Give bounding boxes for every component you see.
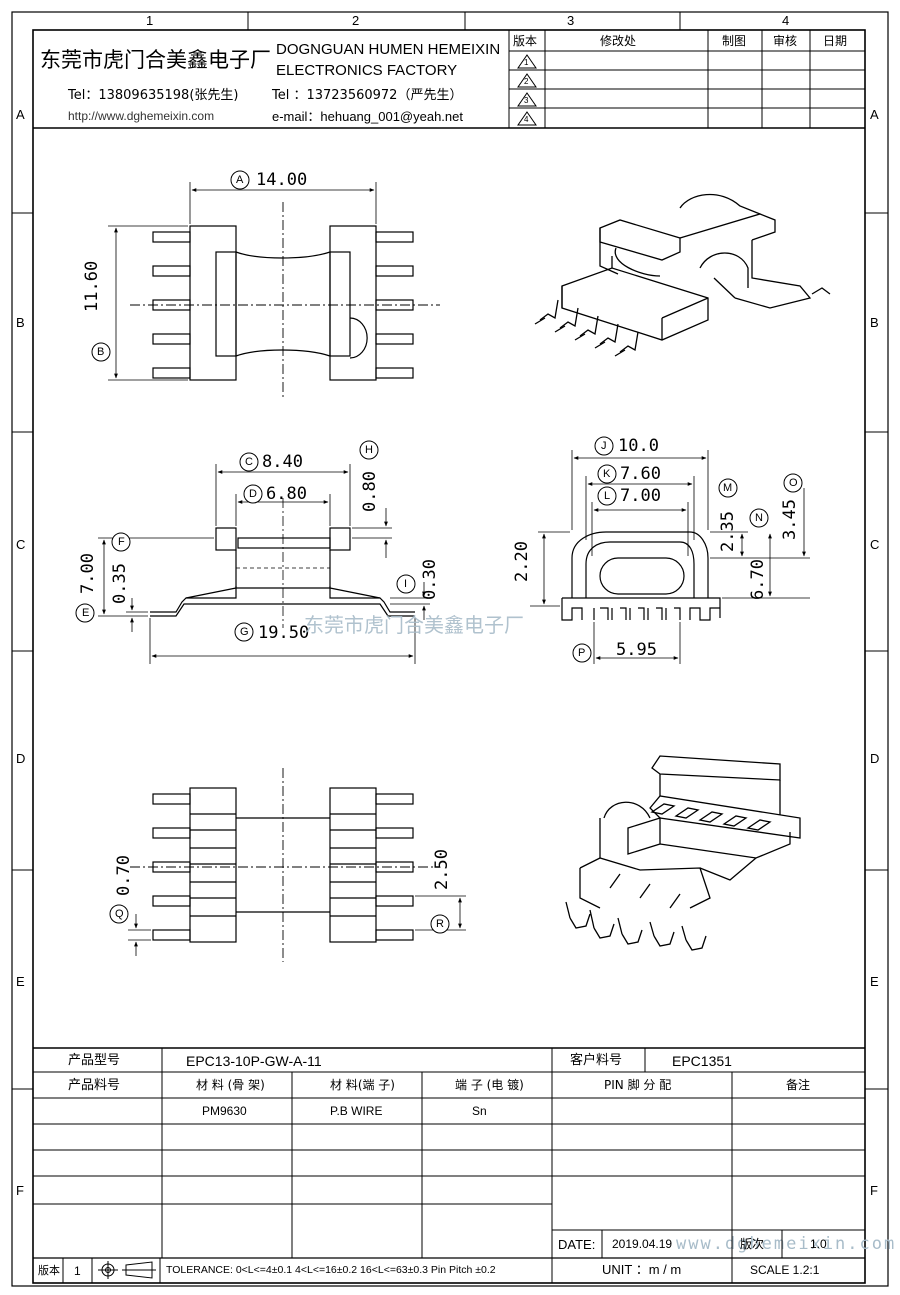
scale-text: SCALE 1.2:1 — [750, 1263, 820, 1277]
dim-letter-k: K — [603, 468, 611, 480]
dim-k-value: 7.60 — [620, 464, 661, 484]
grid-row-f-right: F — [870, 1183, 878, 1198]
grid-row-d-right: D — [870, 751, 880, 766]
grid-row-e-right: E — [870, 974, 879, 989]
dim-letter-m: M — [723, 482, 733, 494]
edition-label: 版本 — [38, 1264, 60, 1277]
revision-table — [508, 29, 866, 129]
grid-col-1: 1 — [146, 13, 154, 28]
grid-row-c-right: C — [870, 537, 880, 552]
grid-col-4: 4 — [782, 13, 790, 28]
material-bobbin-value: PM9630 — [202, 1104, 247, 1118]
dim-letter-i: I — [404, 578, 408, 590]
iso-view-2 — [565, 755, 801, 951]
product-part-label: 产品料号 — [68, 1078, 121, 1093]
dim-letter-n: N — [755, 512, 763, 524]
version-value: 1.0 — [810, 1237, 827, 1251]
pin-plating-label: 端 子 (电 镀) — [455, 1078, 524, 1092]
dim-j-value: 10.0 — [618, 436, 659, 456]
top-view — [108, 182, 440, 400]
rev-4: 4 — [524, 115, 529, 124]
product-model-label: 产品型号 — [68, 1053, 121, 1068]
side-view — [530, 450, 810, 664]
company-url[interactable]: http://www.dghemeixin.com — [68, 109, 215, 123]
grid-row-a-left: A — [16, 107, 25, 122]
technical-drawings — [75, 170, 831, 962]
grid-row-d-left: D — [16, 751, 26, 766]
dim-letter-c: C — [245, 456, 253, 468]
watermark-url: www.dghemeixin.com — [676, 1234, 897, 1254]
grid-row-a-right: A — [870, 107, 879, 122]
rev-header-checked: 审核 — [773, 34, 798, 48]
dim-letter-q: Q — [115, 908, 124, 920]
grid-row-e-left: E — [16, 974, 25, 989]
unit-text: UNIT ：m / m — [602, 1262, 682, 1277]
dim-letter-e: E — [82, 607, 90, 619]
rev-header-version: 版本 — [513, 34, 538, 48]
dim-letter-j: J — [601, 440, 607, 452]
pin-assign-label: PIN 脚 分 配 — [604, 1078, 672, 1092]
material-pin-label: 材 料(端 子) — [330, 1078, 395, 1092]
material-bobbin-label: 材 料 (骨 架) — [196, 1078, 265, 1092]
grid-col-2: 2 — [352, 13, 360, 28]
rev-1: 1 — [524, 58, 529, 67]
tolerance-text: TOLERANCE: 0<L<=4±0.1 4<L<=16±0.2 16<L<=… — [166, 1264, 496, 1276]
dim-letter-r: R — [436, 918, 444, 930]
dim-letter-d: D — [249, 488, 257, 500]
material-pin-value: P.B WIRE — [330, 1104, 383, 1118]
iso-view-1 — [534, 193, 831, 357]
rev-header-change: 修改处 — [600, 34, 637, 48]
customer-part-label: 客户料号 — [570, 1053, 623, 1068]
grid-row-f-left: F — [16, 1183, 24, 1198]
dim-c-value: 8.40 — [262, 452, 303, 472]
date-value: 2019.04.19 — [612, 1237, 673, 1251]
date-label: DATE: — [558, 1237, 596, 1252]
rev-header-date: 日期 — [823, 34, 848, 48]
company-tel-1: Tel：13809635198(张先生) — [68, 88, 239, 103]
dim-letter-p: P — [578, 647, 586, 659]
company-tel-2: Tel ：13723560972（严先生） — [272, 88, 463, 103]
remarks-label: 备注 — [786, 1078, 811, 1092]
dim-letter-h: H — [365, 444, 373, 456]
product-model-value: EPC13-10P-GW-A-11 — [186, 1053, 322, 1069]
dim-a-value: 14.00 — [256, 170, 308, 190]
rev-2: 2 — [524, 77, 529, 86]
dim-letter-a: A — [236, 174, 244, 186]
dim-p-value: 5.95 — [616, 640, 657, 660]
bottom-view — [128, 768, 466, 962]
rev-header-drawn: 制图 — [722, 34, 747, 48]
dim-letter-g: G — [240, 626, 249, 638]
dim-g-value: 19.50 — [258, 623, 310, 643]
grid-col-3: 3 — [567, 13, 575, 28]
watermark-text: 东莞市虎门合美鑫电子厂 — [304, 613, 524, 637]
dim-l-value: 7.00 — [620, 486, 661, 506]
company-name-en-1: DOGNGUAN HUMEN HEMEIXIN — [276, 41, 501, 58]
grid-row-b-right: B — [870, 315, 879, 330]
company-name-cn: 东莞市虎门合美鑫电子厂 — [40, 48, 271, 72]
dim-d-value: 6.80 — [266, 484, 307, 504]
dim-letter-l: L — [604, 490, 611, 502]
dim-letter-f: F — [118, 536, 125, 548]
front-view — [98, 464, 430, 664]
company-email[interactable]: e-mail：hehuang_001@yeah.net — [272, 109, 463, 124]
dim-letter-b: B — [97, 346, 105, 358]
customer-part-value: EPC1351 — [672, 1053, 732, 1069]
rev-3: 3 — [524, 96, 529, 105]
company-name-en-2: ELECTRONICS FACTORY — [276, 62, 458, 79]
grid-row-b-left: B — [16, 315, 25, 330]
grid-row-c-left: C — [16, 537, 26, 552]
dim-letter-o: O — [789, 477, 798, 489]
pin-plating-value: Sn — [472, 1104, 487, 1118]
version-label: 版次 — [740, 1237, 765, 1251]
edition-value: 1 — [74, 1264, 81, 1278]
